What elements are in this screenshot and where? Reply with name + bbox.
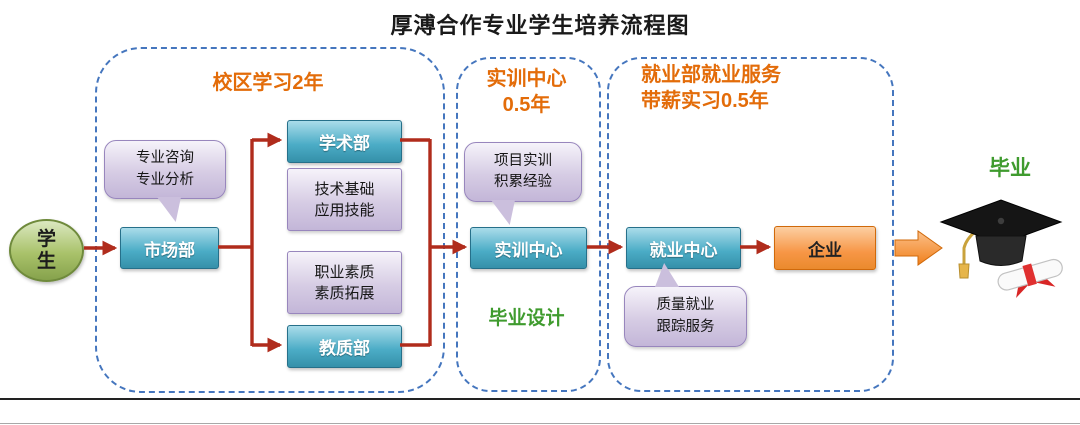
teaching-dept-box: 教质部 [287, 325, 402, 368]
consult-callout: 专业咨询 专业分析 [104, 140, 226, 222]
employment-center-box: 就业中心 [626, 227, 741, 269]
project-training-callout-text: 项目实训 积累经验 [494, 152, 552, 190]
employment-stage-container [607, 57, 894, 392]
academic-dept-box: 学术部 [287, 120, 402, 163]
diploma-icon [997, 258, 1063, 299]
project-training-callout: 项目实训 积累经验 [464, 142, 582, 225]
campus-stage-title: 校区学习2年 [212, 72, 324, 94]
bottom-edge-line [0, 423, 1080, 424]
student-label: 学生 [36, 228, 56, 272]
graduation-label: 毕业 [989, 157, 1031, 180]
graduation-cap-icon [939, 199, 1063, 299]
training-stage-title: 实训中心 0.5年 [486, 68, 567, 116]
employment-stage-title: 就业部就业服务 带薪实习0.5年 [641, 64, 781, 112]
training-stage-container [456, 57, 601, 392]
bottom-divider [0, 398, 1080, 400]
quality-development-box: 职业素质 素质拓展 [287, 251, 402, 314]
consult-callout-text: 专业咨询 专业分析 [136, 150, 194, 188]
student-ellipse: 学生 [9, 219, 84, 282]
campus-stage-container [95, 47, 445, 393]
company-box: 企业 [774, 226, 876, 270]
tech-skills-box: 技术基础 应用技能 [287, 168, 402, 231]
graduation-design-note: 毕业设计 [488, 308, 565, 329]
market-dept-box: 市场部 [120, 227, 219, 269]
training-center-box: 实训中心 [470, 227, 587, 269]
diagram-title: 厚溥合作专业学生培养流程图 [390, 13, 690, 38]
tracking-service-callout: 质量就业 跟踪服务 [624, 263, 747, 347]
tracking-service-callout-text: 质量就业 跟踪服务 [656, 297, 715, 335]
